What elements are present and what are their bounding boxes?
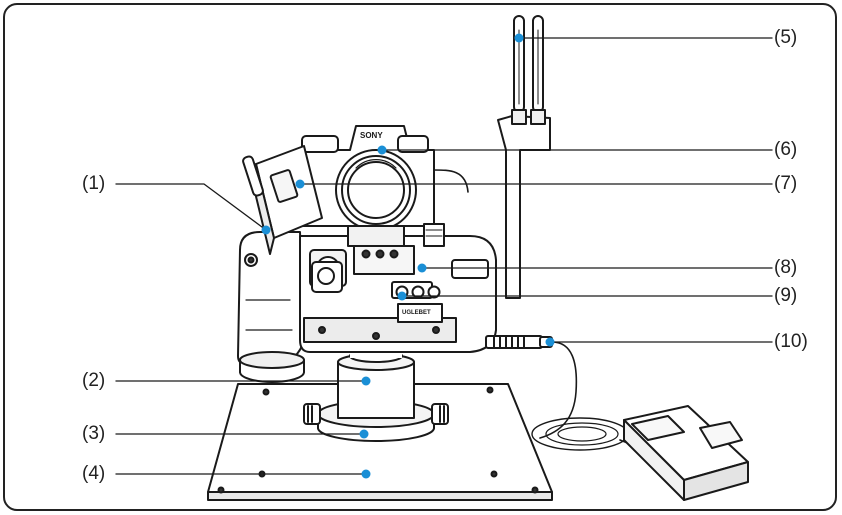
callout-dot-2 [361,376,371,386]
label-4: (4) [82,463,106,484]
power-connector [485,335,641,451]
control-module [242,145,323,255]
leader-lines [115,37,773,475]
callout-dot-6 [377,145,387,155]
camera-brand-text: SONY [360,131,383,140]
callout-dot-3 [359,429,369,439]
callout-dot-4 [361,469,371,479]
label-3: (3) [82,423,106,444]
callout-dot-10 [545,337,555,347]
callout-dot-8 [417,263,427,273]
label-10: (10) [774,331,808,352]
power-battery [623,405,749,501]
callout-dot-9 [397,291,407,301]
antenna-assembly [497,15,551,299]
label-5: (5) [774,27,798,48]
label-1: (1) [82,173,106,194]
focus-motor [311,223,445,293]
callout-dot-1 [261,225,271,235]
pillar [337,349,415,419]
label-2: (2) [82,370,106,391]
label-7: (7) [774,173,798,194]
diagram-frame [3,3,837,511]
label-9: (9) [774,285,798,306]
label-6: (6) [774,139,798,160]
callout-dots [261,33,555,479]
callout-dot-5 [514,33,524,43]
controller-text: UGLEBET [402,310,431,316]
gimbal-left-arm [237,231,305,383]
label-8: (8) [774,257,798,278]
camera: SONY [295,125,469,247]
callout-dot-7 [295,179,305,189]
